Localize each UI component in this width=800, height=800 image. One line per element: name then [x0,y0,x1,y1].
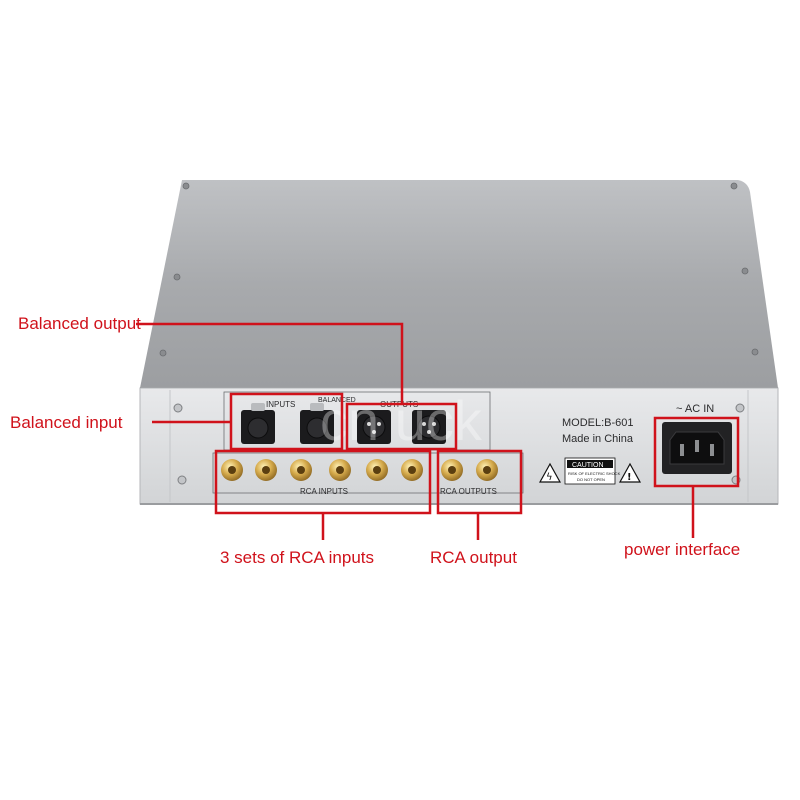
xlr-connectors [241,403,446,444]
panel-screw [177,475,187,485]
power-interface-label: power interface [624,540,741,559]
rca-inputs-label: RCA INPUTS [300,487,348,496]
callout-annotations [136,322,740,540]
warning-triangle-icon [618,462,642,483]
chassis-top [140,180,778,388]
shock-symbol-icon: ϟ [546,472,553,483]
exclamation-icon: ! [627,472,632,483]
panel-screw [735,403,745,413]
warning-triangle-icon [538,462,562,483]
rca-jacks [221,459,498,481]
rca-outputs-label: RCA OUTPUTS [440,487,497,496]
model-text: MODEL:B-601 [562,417,634,429]
caution-label: CAUTION RISK OF ELECTRIC SHOCK DO NOT OP… [564,457,621,485]
balanced-output-label: Balanced output [18,314,141,333]
power-interface-box [653,416,740,488]
svg-text:CAUTION: CAUTION [572,462,604,469]
balanced-label: BALANCED [318,397,356,404]
made-in-text: Made in China [562,433,634,445]
chassis-screws [159,182,759,357]
rca-output-box [436,449,523,515]
svg-text:DO NOT OPEN: DO NOT OPEN [577,477,605,482]
svg-text:RISK OF ELECTRIC SHOCK: RISK OF ELECTRIC SHOCK [568,471,621,476]
rca-output-label: RCA output [430,548,517,567]
ac-in-text: ~ AC IN [676,403,714,415]
power-inlet [662,422,732,474]
balanced-input-label: Balanced input [10,413,123,432]
rca-inputs-label: 3 sets of RCA inputs [220,548,375,567]
panel-screw [173,403,183,413]
inputs-label: INPUTS [266,400,295,409]
